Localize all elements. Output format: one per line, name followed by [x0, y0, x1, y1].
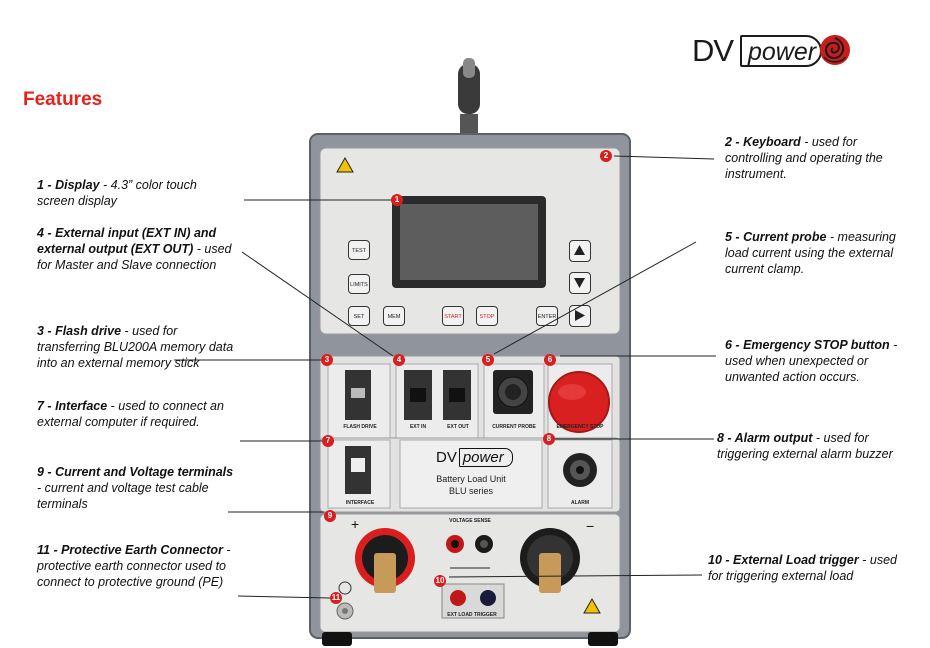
- triangle-up-icon: [574, 245, 585, 255]
- label-emergency-stop: 6 - Emergency STOP button - used when un…: [725, 338, 898, 384]
- label-external-io: 4 - External input (EXT IN) and external…: [37, 226, 232, 272]
- label-protective-earth: 11 - Protective Earth Connector - protec…: [37, 543, 231, 589]
- panel-label-current-probe: CURRENT PROBE: [492, 424, 536, 430]
- mem-key[interactable]: MEM: [383, 306, 405, 326]
- rose-icon: [820, 35, 850, 65]
- marker-10: 10: [434, 575, 446, 587]
- limits-key[interactable]: LIMITS: [348, 274, 370, 294]
- right-arrow-key[interactable]: [569, 305, 591, 327]
- minus-sign: −: [586, 518, 595, 534]
- label-keyboard: 2 - Keyboard - used for controlling and …: [725, 135, 883, 181]
- plus-sign: +: [351, 516, 360, 532]
- unit-brand-dv: DV: [436, 449, 457, 466]
- label-terminals: 9 - Current and Voltage terminals - curr…: [37, 465, 234, 511]
- unit-name: Battery Load Unit: [436, 474, 506, 484]
- marker-1: 1: [391, 194, 403, 206]
- features-title: Features: [23, 89, 103, 110]
- panel-label-ext-out: EXT OUT: [447, 424, 469, 430]
- marker-4: 4: [393, 354, 405, 366]
- test-key[interactable]: TEST: [348, 240, 370, 260]
- marker-3: 3: [321, 354, 333, 366]
- unit-series: BLU series: [448, 486, 493, 496]
- start-key[interactable]: START: [442, 306, 464, 326]
- stop-key[interactable]: STOP: [476, 306, 498, 326]
- panel-label-emergency-stop: EMERGENCY STOP: [556, 424, 604, 430]
- label-flash-drive: 3 - Flash drive - used for transferring …: [37, 324, 234, 370]
- panel-label-interface: INTERFACE: [345, 500, 375, 506]
- marker-8: 8: [543, 433, 555, 445]
- unit-brand-power: power: [458, 448, 513, 467]
- triangle-right-icon: [575, 310, 585, 321]
- panel-label-alarm: ALARM: [570, 500, 590, 506]
- set-key[interactable]: SET: [348, 306, 370, 326]
- logo-dv: DV: [692, 33, 734, 68]
- panel-label-flash-drive: FLASH DRIVE: [343, 424, 377, 430]
- triangle-down-icon: [574, 278, 585, 288]
- enter-key[interactable]: ENTER: [536, 306, 558, 326]
- label-alarm-output: 8 - Alarm output - used for triggering e…: [717, 431, 893, 461]
- label-interface: 7 - Interface - used to connect an exter…: [37, 399, 224, 429]
- marker-11: 11: [330, 592, 342, 604]
- battery-load-unit-device: [309, 58, 631, 646]
- marker-7: 7: [322, 435, 334, 447]
- marker-2: 2: [600, 150, 612, 162]
- up-arrow-key[interactable]: [569, 240, 591, 262]
- panel-label-ext-in: EXT IN: [409, 424, 427, 430]
- marker-9: 9: [324, 510, 336, 522]
- panel-label-ext-load-trigger: EXT LOAD TRIGGER: [447, 612, 497, 618]
- label-external-load-trigger: 10 - External Load trigger - used for tr…: [708, 553, 897, 583]
- marker-5: 5: [482, 354, 494, 366]
- down-arrow-key[interactable]: [569, 272, 591, 294]
- panel-label-voltage-sense: VOLTAGE SENSE: [449, 518, 491, 524]
- logo-power: power: [740, 35, 822, 67]
- marker-6: 6: [544, 354, 556, 366]
- dvpower-logo: DV power: [692, 31, 856, 71]
- label-display: 1 - Display - 4.3” color touch screen di…: [37, 178, 197, 208]
- label-current-probe: 5 - Current probe - measuring load curre…: [725, 230, 896, 276]
